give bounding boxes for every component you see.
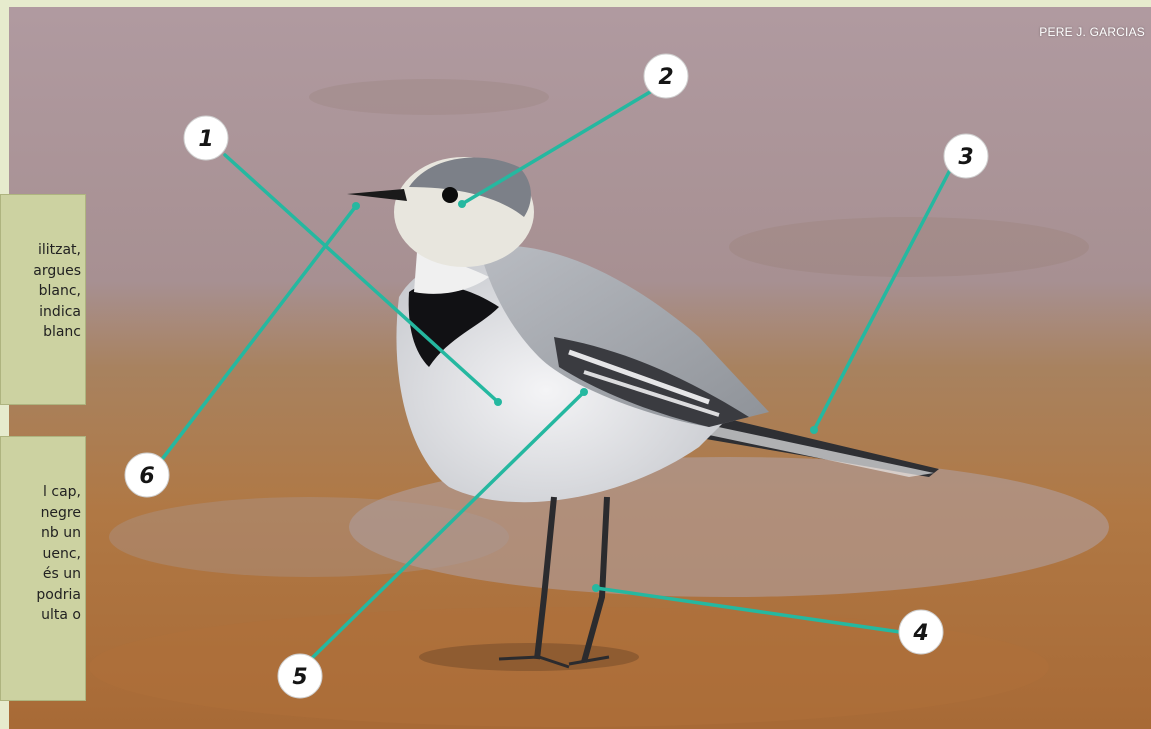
marker-5-label: 5: [292, 665, 307, 690]
pointer-tip-5: [580, 388, 588, 396]
pointer-tip-3: [810, 426, 818, 434]
callout-text-upper: ilitzat, argues blanc, indica blanc: [33, 242, 81, 340]
marker-6-label: 6: [139, 464, 154, 489]
photo-credit: PERE J. GARCIAS: [1039, 25, 1145, 39]
pointer-tip-2: [458, 200, 466, 208]
pointer-tip-1: [494, 398, 502, 406]
pointer-line-4: [594, 586, 902, 634]
marker-2-label: 2: [658, 65, 673, 90]
callout-text-lower: l cap, negre nb un uenc, és un podria ul…: [36, 484, 81, 623]
marker-3-label: 3: [958, 145, 973, 170]
marker-4-label: 4: [912, 621, 928, 646]
marker-6: 6: [124, 452, 170, 498]
pointer-line-1: [223, 153, 500, 404]
pointer-line-2: [460, 90, 652, 206]
marker-3: 3: [943, 133, 989, 179]
pointer-tip-6: [352, 202, 360, 210]
marker-1-label: 1: [198, 127, 213, 152]
pointer-line-6: [158, 204, 358, 464]
callout-box-lower: l cap, negre nb un uenc, és un podria ul…: [0, 436, 86, 701]
pointer-line-5: [308, 390, 586, 662]
marker-4: 4: [898, 609, 944, 655]
marker-2: 2: [643, 53, 689, 99]
callout-box-upper: ilitzat, argues blanc, indica blanc: [0, 194, 86, 405]
marker-1: 1: [183, 115, 229, 161]
pointer-tip-4: [592, 584, 600, 592]
pointer-line-3: [812, 168, 952, 432]
marker-5: 5: [277, 653, 323, 699]
